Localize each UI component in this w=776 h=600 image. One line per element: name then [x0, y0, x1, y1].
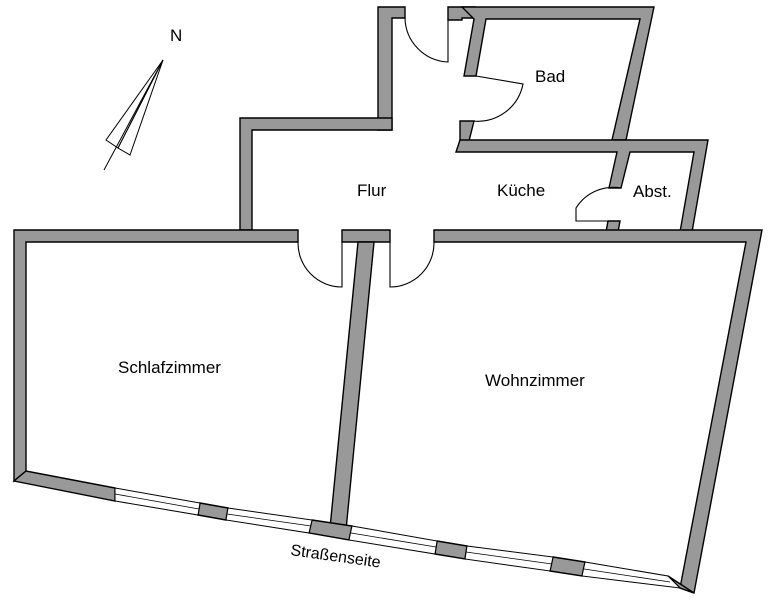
compass-arrow-icon	[103, 59, 164, 171]
kueche-walls	[455, 139, 709, 233]
window	[464, 545, 554, 572]
room-label-kueche: Küche	[497, 181, 545, 200]
abst-door	[575, 186, 622, 222]
wohnzimmer-door	[389, 241, 435, 288]
window	[581, 561, 682, 589]
street-windows	[114, 487, 682, 589]
window	[225, 507, 313, 534]
street-side-label: Straßenseite	[289, 542, 381, 571]
room-label-schlafzimmer: Schlafzimmer	[118, 358, 221, 377]
entrance-door	[404, 17, 449, 63]
bad-door	[472, 75, 524, 122]
bad-walls	[459, 6, 655, 142]
schlafzimmer-door	[297, 241, 343, 288]
room-label-abst: Abst.	[633, 182, 672, 201]
compass-north-label: N	[170, 26, 182, 45]
room-label-bad: Bad	[535, 67, 565, 86]
room-label-wohnzimmer: Wohnzimmer	[485, 371, 585, 390]
room-label-flur: Flur	[357, 181, 387, 200]
doors	[297, 17, 622, 288]
